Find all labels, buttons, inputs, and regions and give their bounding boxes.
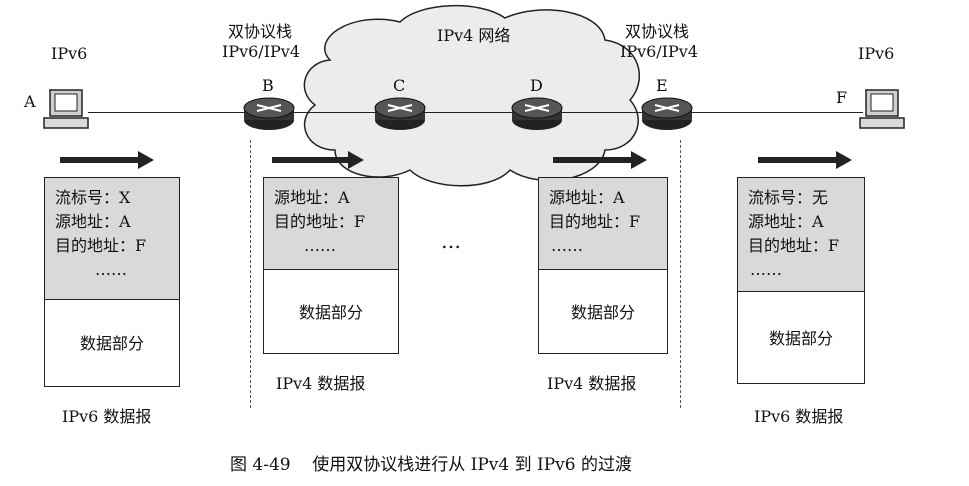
header-ellipsis: …… bbox=[750, 260, 782, 279]
node-d-label: D bbox=[530, 76, 543, 95]
packet-header: 流标号：X 源地址：A 目的地址：F …… bbox=[45, 178, 179, 300]
node-b-label: B bbox=[262, 76, 274, 95]
flow-label-field: 流标号：无 bbox=[748, 188, 829, 207]
destination-address-field: 目的地址：F bbox=[55, 236, 147, 255]
data-part: 数据部分 bbox=[79, 334, 144, 353]
packet-header: 源地址：A 目的地址：F …… bbox=[264, 178, 398, 270]
direction-arrow bbox=[758, 151, 852, 169]
direction-arrow bbox=[272, 151, 364, 169]
boundary-line-e bbox=[680, 140, 681, 408]
packet-caption: IPv4 数据报 bbox=[276, 374, 366, 393]
flow-label-field: 流标号：X bbox=[55, 188, 131, 207]
dual-stack-sub-e: IPv6/IPv4 bbox=[620, 42, 698, 61]
node-f-label: F bbox=[836, 88, 848, 107]
figure-caption: 图 4-49 使用双协议栈进行从 IPv4 到 IPv6 的过渡 bbox=[230, 455, 632, 475]
data-part: 数据部分 bbox=[298, 302, 363, 322]
boundary-line-b bbox=[250, 140, 251, 408]
destination-address-field: 目的地址：F bbox=[549, 212, 641, 231]
source-address-field: 源地址：A bbox=[55, 212, 131, 231]
node-e-label: E bbox=[656, 76, 668, 95]
source-address-field: 源地址：A bbox=[274, 188, 350, 207]
packet-caption: IPv6 数据报 bbox=[754, 407, 844, 426]
cloud-label: IPv4 网络 bbox=[437, 26, 511, 45]
ipv4-datagram-d: 源地址：A 目的地址：F …… 数据部分 bbox=[538, 177, 668, 354]
node-c-label: C bbox=[393, 76, 406, 95]
source-address-field: 源地址：A bbox=[549, 188, 625, 207]
packet-header: 流标号：无 源地址：A 目的地址：F …… bbox=[738, 178, 864, 292]
data-part: 数据部分 bbox=[768, 328, 833, 348]
router-icon bbox=[243, 97, 295, 130]
destination-address-field: 目的地址：F bbox=[748, 236, 840, 255]
network-line bbox=[88, 112, 863, 113]
dual-stack-label-e: 双协议栈 bbox=[625, 22, 690, 41]
computer-icon bbox=[43, 89, 89, 129]
dual-stack-label-b: 双协议栈 bbox=[228, 22, 293, 41]
header-ellipsis: …… bbox=[551, 236, 583, 255]
dual-stack-sub-b: IPv6/IPv4 bbox=[222, 42, 300, 61]
computer-icon bbox=[859, 89, 905, 129]
source-address-field: 源地址：A bbox=[748, 212, 824, 231]
host-a-protocol: IPv6 bbox=[51, 44, 88, 63]
direction-arrow bbox=[553, 151, 647, 169]
host-f-protocol: IPv6 bbox=[858, 44, 895, 63]
direction-arrow bbox=[60, 151, 154, 169]
middle-ellipsis: … bbox=[441, 229, 461, 253]
packet-header: 源地址：A 目的地址：F …… bbox=[539, 178, 667, 270]
router-icon bbox=[641, 97, 693, 130]
header-ellipsis: …… bbox=[304, 236, 336, 255]
ipv4-datagram-b: 源地址：A 目的地址：F …… 数据部分 bbox=[263, 177, 399, 354]
ipv6-datagram-a: 流标号：X 源地址：A 目的地址：F …… 数据部分 bbox=[44, 177, 180, 387]
packet-caption: IPv6 数据报 bbox=[62, 407, 152, 426]
header-ellipsis: …… bbox=[95, 260, 127, 279]
node-a-label: A bbox=[24, 92, 36, 111]
ipv6-datagram-f: 流标号：无 源地址：A 目的地址：F …… 数据部分 bbox=[737, 177, 865, 384]
destination-address-field: 目的地址：F bbox=[274, 212, 366, 231]
router-icon bbox=[374, 97, 426, 130]
packet-caption: IPv4 数据报 bbox=[547, 374, 637, 393]
ipv4-cloud bbox=[303, 4, 640, 187]
router-icon bbox=[511, 97, 563, 130]
data-part: 数据部分 bbox=[570, 302, 635, 322]
